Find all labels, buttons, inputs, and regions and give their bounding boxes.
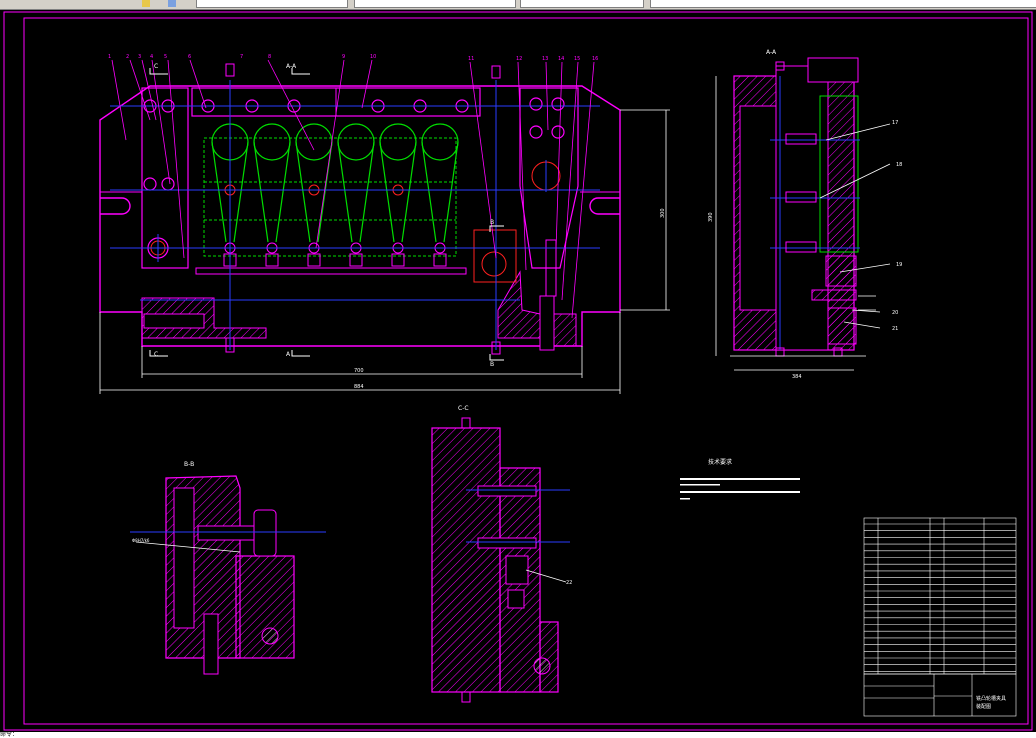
dim-side-height: 390 [708, 212, 714, 222]
svg-text:22: 22 [566, 580, 572, 586]
svg-text:4: 4 [150, 54, 153, 60]
svg-text:1: 1 [108, 54, 111, 60]
svg-text:16: 16 [592, 56, 598, 62]
svg-text:2: 2 [126, 54, 129, 60]
outer-frame [3, 11, 1033, 731]
command-line[interactable]: 命令： [0, 732, 1036, 738]
section-cc-title: C-C [458, 405, 469, 412]
section-bb-view: B-B Φ8H7/k6 [130, 461, 326, 675]
section-aa-title: A-A [766, 49, 777, 56]
svg-text:21: 21 [892, 326, 898, 332]
svg-text:6: 6 [188, 54, 191, 60]
title-block-name: 铣凸轮槽夹具 [976, 695, 1006, 702]
svg-text:17: 17 [892, 120, 898, 126]
tech-requirements: 技术要求 [680, 458, 800, 500]
svg-text:Φ8H7/k6: Φ8H7/k6 [132, 538, 150, 543]
svg-text:B: B [490, 361, 494, 368]
parts-list [863, 517, 1017, 675]
tech-title: 技术要求 [708, 458, 732, 466]
section-bb-title: B-B [184, 461, 194, 468]
svg-text:12: 12 [516, 56, 522, 62]
layer-icon[interactable] [142, 0, 150, 7]
svg-text:C: C [154, 351, 158, 358]
layer-state-icon[interactable] [168, 0, 176, 7]
svg-text:15: 15 [574, 56, 580, 62]
svg-text:B: B [490, 219, 494, 226]
inner-frame [23, 17, 1029, 725]
section-a-label-top: A-A [286, 63, 297, 70]
svg-text:11: 11 [468, 56, 474, 62]
svg-text:3: 3 [138, 54, 141, 60]
svg-text:8: 8 [268, 54, 271, 60]
title-block [863, 673, 1017, 717]
svg-text:A: A [286, 351, 291, 358]
section-aa-view: A-A 390 [708, 49, 902, 380]
svg-text:C: C [154, 63, 158, 70]
svg-text:19: 19 [896, 262, 902, 268]
lineweight-dropdown[interactable] [650, 0, 1036, 8]
svg-text:14: 14 [558, 56, 564, 62]
layer-dropdown[interactable] [196, 0, 348, 8]
svg-text:18: 18 [896, 162, 902, 168]
dim-overall: 884 [354, 384, 364, 390]
dim-height: 300 [660, 208, 666, 218]
svg-text:13: 13 [542, 56, 548, 62]
dim-main-width: 700 [354, 368, 364, 374]
svg-text:7: 7 [240, 54, 243, 60]
section-cc-view: C-C 22 [431, 405, 572, 703]
title-block-sub: 装配图 [976, 703, 991, 710]
color-dropdown[interactable] [354, 0, 516, 8]
svg-text:10: 10 [370, 54, 376, 60]
svg-text:9: 9 [342, 54, 345, 60]
toolbar [0, 0, 1036, 10]
svg-text:5: 5 [164, 54, 167, 60]
svg-text:20: 20 [892, 310, 898, 316]
linetype-dropdown[interactable] [520, 0, 644, 8]
dim-side-width: 384 [792, 374, 802, 380]
